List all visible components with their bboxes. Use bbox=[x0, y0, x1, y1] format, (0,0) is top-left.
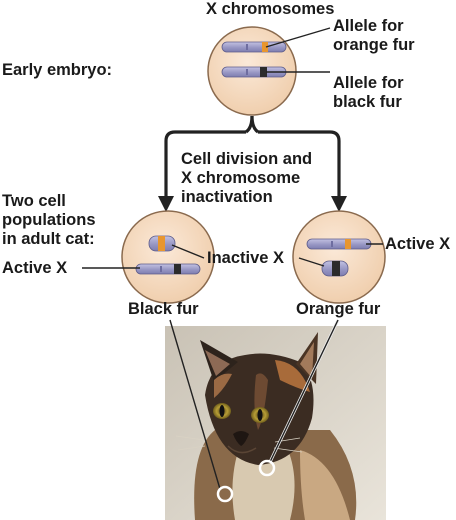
inactive-x-chromosome-right bbox=[321, 260, 349, 277]
orange-fur-cell bbox=[292, 210, 386, 304]
leader-inactive-x-left bbox=[171, 244, 205, 259]
cell-division-label-line1: Cell division and bbox=[181, 150, 313, 168]
orange-fur-label: Orange fur bbox=[296, 300, 381, 318]
black-fur-marker bbox=[216, 485, 234, 503]
arrowhead-left bbox=[158, 196, 174, 212]
embryo-cell bbox=[207, 26, 297, 116]
two-cell-label-line3: in adult cat: bbox=[2, 230, 95, 248]
active-x-chromosome-right bbox=[306, 238, 372, 250]
division-arrows bbox=[164, 115, 341, 200]
active-x-label-right: Active X bbox=[385, 235, 451, 253]
active-x-label-left: Active X bbox=[2, 259, 68, 277]
leader-orange-allele bbox=[265, 27, 331, 48]
pointer-orange-fur bbox=[269, 319, 339, 463]
orange-fur-marker bbox=[258, 459, 276, 477]
x-chromosome-orange bbox=[221, 41, 287, 53]
early-embryo-label: Early embryo: bbox=[2, 61, 113, 79]
arrowhead-right bbox=[331, 196, 347, 212]
allele-black-label-line2: black fur bbox=[333, 93, 402, 111]
x-chromosomes-label: X chromosomes bbox=[206, 0, 335, 18]
inactive-x-chromosome-left bbox=[148, 235, 176, 252]
cell-division-label-line3: inactivation bbox=[181, 188, 273, 206]
cell-division-label-line2: X chromosome bbox=[181, 169, 301, 187]
two-cell-label-line1: Two cell bbox=[2, 192, 66, 210]
allele-orange-label-line2: orange fur bbox=[333, 36, 415, 54]
inactive-x-label: Inactive X bbox=[207, 249, 285, 267]
active-x-chromosome-left bbox=[135, 263, 201, 275]
allele-black-label-line1: Allele for bbox=[333, 74, 404, 92]
leader-inactive-x-right bbox=[298, 257, 325, 267]
allele-orange-label-line1: Allele for bbox=[333, 17, 404, 35]
black-fur-cell bbox=[121, 210, 215, 304]
black-fur-label: Black fur bbox=[128, 300, 199, 318]
pointer-black-fur bbox=[169, 319, 221, 490]
two-cell-label-line2: populations bbox=[2, 211, 96, 229]
tortoiseshell-cat-photo bbox=[165, 326, 386, 520]
